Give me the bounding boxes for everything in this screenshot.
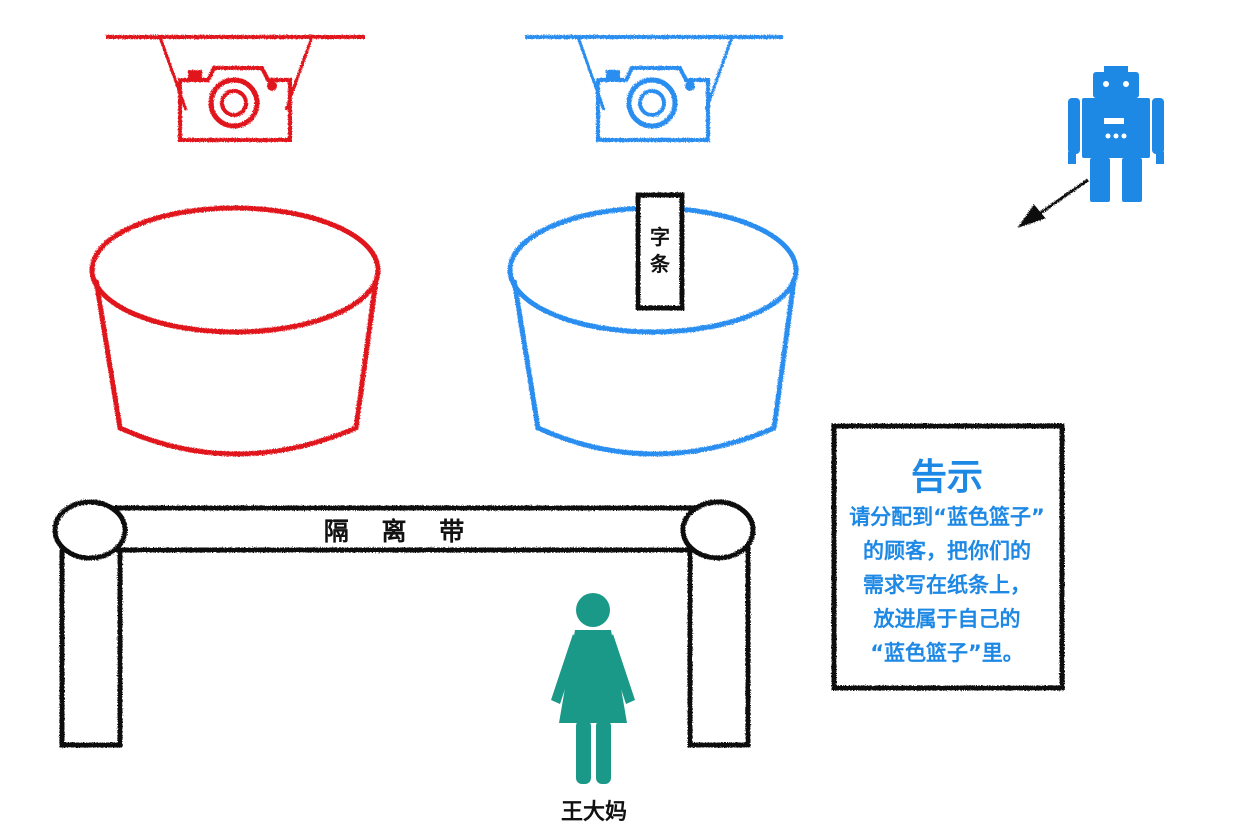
notice-line: 放进属于自己的 bbox=[873, 607, 1021, 631]
barrier-label: 隔 离 带 bbox=[323, 517, 477, 546]
woman-icon bbox=[551, 593, 635, 784]
blue-mount-right bbox=[704, 36, 734, 111]
camera-icon bbox=[596, 66, 710, 142]
red-camera-group bbox=[106, 35, 365, 142]
red-basket bbox=[89, 205, 381, 457]
slip-char: 字 bbox=[650, 225, 670, 249]
notice-line: 需求写在纸条上， bbox=[863, 573, 1031, 597]
notice-title: 告示 bbox=[910, 457, 983, 498]
blue-camera-group bbox=[525, 35, 783, 142]
robot-icon bbox=[1068, 66, 1164, 202]
paper-slip bbox=[635, 192, 685, 311]
red-mount-left bbox=[158, 36, 188, 111]
slip-char: 条 bbox=[650, 252, 670, 276]
arrow-icon bbox=[1017, 178, 1089, 228]
barrier bbox=[52, 499, 756, 748]
notice-board bbox=[831, 423, 1065, 691]
blue-mount-left bbox=[576, 36, 606, 111]
notice-line: 的顾客，把你们的 bbox=[863, 539, 1031, 563]
notice-line: 请分配到“蓝色篮子” bbox=[849, 505, 1045, 529]
notice-line: “蓝色篮子”里。 bbox=[870, 641, 1024, 665]
notice-body: 请分配到“蓝色篮子” 的顾客，把你们的 需求写在纸条上， 放进属于自己的 “蓝色… bbox=[836, 500, 1058, 670]
camera-icon bbox=[178, 66, 292, 142]
person-name: 王大妈 bbox=[560, 800, 627, 825]
paper-slip-text: 字 条 bbox=[640, 224, 680, 278]
